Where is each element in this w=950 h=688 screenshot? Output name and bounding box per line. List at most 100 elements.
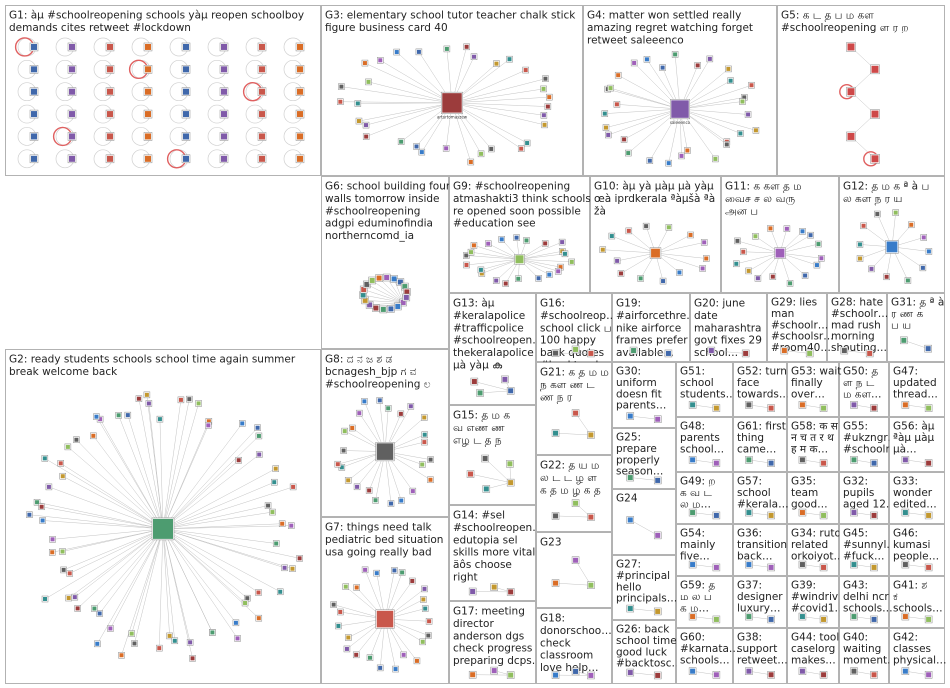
group-label-line: G47: xyxy=(893,366,918,378)
node-avatar xyxy=(746,562,752,568)
node-avatar xyxy=(803,273,808,278)
node-avatar xyxy=(553,513,559,519)
node xyxy=(365,301,374,309)
node xyxy=(767,404,775,412)
group-label-line: edutopia sel xyxy=(453,534,518,546)
node-avatar xyxy=(362,297,368,303)
node-avatar xyxy=(356,119,361,124)
node-avatar xyxy=(402,284,408,290)
node xyxy=(799,228,806,235)
node-avatar xyxy=(183,43,189,50)
node-avatar xyxy=(43,597,48,602)
node-avatar xyxy=(50,550,55,555)
node-avatar xyxy=(376,443,394,460)
node xyxy=(613,101,621,108)
group-panel xyxy=(733,362,787,417)
edge xyxy=(358,102,453,122)
group-label-line: support xyxy=(737,643,777,655)
group-label-line: schools… xyxy=(843,602,893,614)
node xyxy=(90,432,97,440)
node xyxy=(924,404,933,412)
node-avatar xyxy=(746,268,751,273)
edge xyxy=(138,398,164,529)
node xyxy=(295,154,305,164)
node xyxy=(288,522,295,529)
group-g55: G55:#ukzngr…#schoolr… xyxy=(839,417,900,472)
node-avatar xyxy=(666,225,671,230)
node xyxy=(629,346,638,355)
node-avatar xyxy=(508,589,514,595)
edge xyxy=(692,459,717,464)
node xyxy=(402,293,411,302)
node xyxy=(353,483,361,491)
node xyxy=(767,511,775,520)
node xyxy=(850,560,858,569)
node-avatar xyxy=(869,266,874,271)
node xyxy=(506,55,513,63)
edge xyxy=(162,468,276,530)
node xyxy=(608,232,616,240)
node xyxy=(617,270,625,277)
node-avatar xyxy=(386,406,391,411)
node xyxy=(67,109,77,119)
edge xyxy=(784,350,810,354)
group-label-line: nike airforce xyxy=(616,322,681,334)
node-avatar xyxy=(627,517,633,523)
node xyxy=(418,461,426,468)
node-avatar xyxy=(507,461,513,467)
group-g5: G5: க ட த ப ம கள#schoolreopening ள ர ற xyxy=(777,5,945,176)
node-avatar xyxy=(821,405,827,411)
node xyxy=(798,508,807,517)
group-label-line: govt fixes 29 xyxy=(694,335,762,347)
node xyxy=(703,255,710,262)
node xyxy=(181,132,191,141)
group-label-line: G21: க த ம ம xyxy=(540,367,609,379)
group-panel xyxy=(889,628,945,684)
node-avatar xyxy=(770,274,775,279)
node xyxy=(372,497,379,504)
edge xyxy=(162,435,260,530)
group-g3: G3: elementary school tutor teacher chal… xyxy=(321,5,583,176)
group-label-line: usa going really bad xyxy=(325,546,432,558)
node xyxy=(901,401,910,409)
group-label-line: came… xyxy=(737,443,776,455)
node-avatar xyxy=(210,630,215,635)
node-avatar xyxy=(588,514,594,520)
node-avatar xyxy=(399,139,404,144)
node-avatar xyxy=(376,610,394,628)
node-avatar xyxy=(614,102,619,107)
edge xyxy=(451,69,526,104)
node-avatar xyxy=(376,275,382,281)
edge xyxy=(655,252,703,269)
edge xyxy=(380,60,453,104)
node-avatar xyxy=(875,212,880,217)
edge xyxy=(162,481,275,530)
node xyxy=(625,149,632,157)
node-avatar xyxy=(909,222,914,227)
node-avatar xyxy=(816,242,821,247)
edge xyxy=(162,525,292,530)
node xyxy=(382,273,391,282)
group-label-line: doesn fit xyxy=(616,388,662,400)
group-label-line: #schoolreop… xyxy=(540,310,617,322)
node-avatar xyxy=(183,66,189,73)
node xyxy=(468,587,477,596)
node xyxy=(131,640,138,647)
node xyxy=(481,454,489,463)
edge xyxy=(162,528,213,633)
node-avatar xyxy=(363,567,368,572)
group-panel xyxy=(889,472,945,524)
node-avatar xyxy=(746,510,752,516)
node xyxy=(209,629,216,636)
node-avatar xyxy=(902,562,908,568)
edge xyxy=(162,454,260,530)
